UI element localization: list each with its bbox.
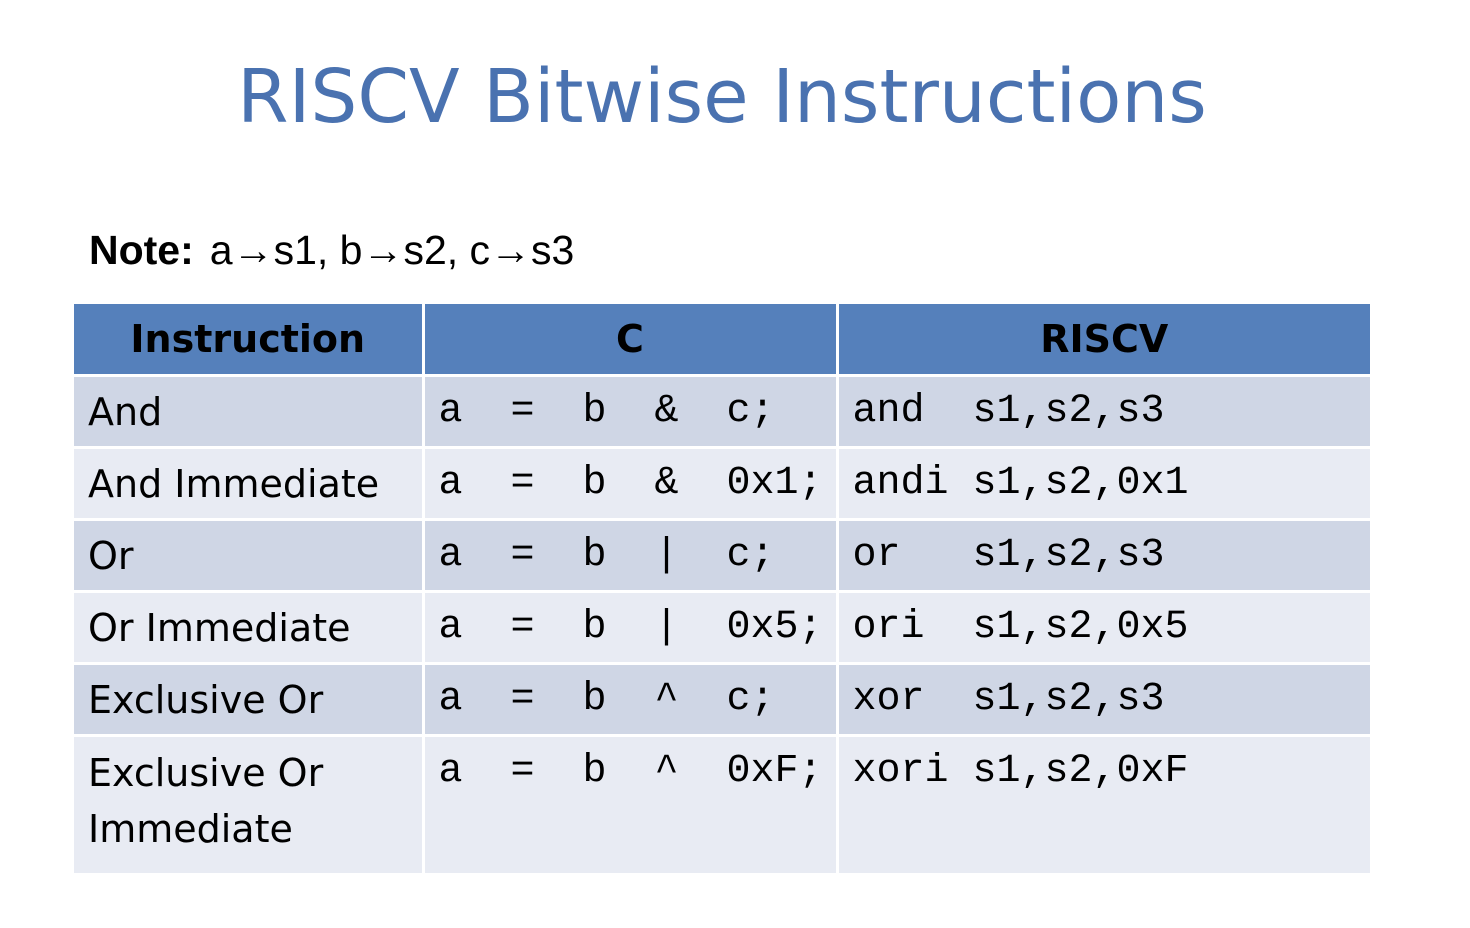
header-riscv: RISCV [837, 304, 1370, 377]
riscv-code-cell: or s1,s2,s3 [837, 519, 1370, 593]
table-header-row: Instruction C RISCV [74, 304, 1370, 377]
instruction-cell: Exclusive Or [74, 663, 425, 737]
table-row: Exclusive Or Immediate a = b ^ 0xF; xori… [74, 735, 1370, 876]
riscv-code-cell: xori s1,s2,0xF [837, 735, 1370, 876]
instruction-cell: Or [74, 519, 425, 593]
table-row: And a = b & c; and s1,s2,s3 [74, 375, 1370, 449]
riscv-code-cell: and s1,s2,s3 [837, 375, 1370, 449]
instruction-cell: And [74, 375, 425, 449]
note: Note: a→s1, b→s2, c→s3 [89, 224, 574, 276]
c-code-cell: a = b & c; [423, 375, 839, 449]
header-instruction: Instruction [74, 304, 425, 377]
note-text: a→s1, b→s2, c→s3 [209, 227, 575, 273]
table-row: Exclusive Or a = b ^ c; xor s1,s2,s3 [74, 663, 1370, 737]
note-label: Note: [89, 227, 194, 273]
c-code-cell: a = b | c; [423, 519, 839, 593]
instruction-cell: And Immediate [74, 447, 425, 521]
instruction-cell: Or Immediate [74, 591, 425, 665]
c-code-cell: a = b | 0x5; [423, 591, 839, 665]
table-row: Or a = b | c; or s1,s2,s3 [74, 519, 1370, 593]
riscv-code-cell: andi s1,s2,0x1 [837, 447, 1370, 521]
c-code-cell: a = b ^ 0xF; [423, 735, 839, 876]
header-c: C [423, 304, 839, 377]
instruction-cell: Exclusive Or Immediate [74, 735, 425, 876]
c-code-cell: a = b ^ c; [423, 663, 839, 737]
instruction-table: Instruction C RISCV And a = b & c; and s… [74, 304, 1370, 876]
riscv-code-cell: ori s1,s2,0x5 [837, 591, 1370, 665]
c-code-cell: a = b & 0x1; [423, 447, 839, 521]
table-row: And Immediate a = b & 0x1; andi s1,s2,0x… [74, 447, 1370, 521]
riscv-code-cell: xor s1,s2,s3 [837, 663, 1370, 737]
table-row: Or Immediate a = b | 0x5; ori s1,s2,0x5 [74, 591, 1370, 665]
slide-title: RISCV Bitwise Instructions [237, 54, 1207, 140]
